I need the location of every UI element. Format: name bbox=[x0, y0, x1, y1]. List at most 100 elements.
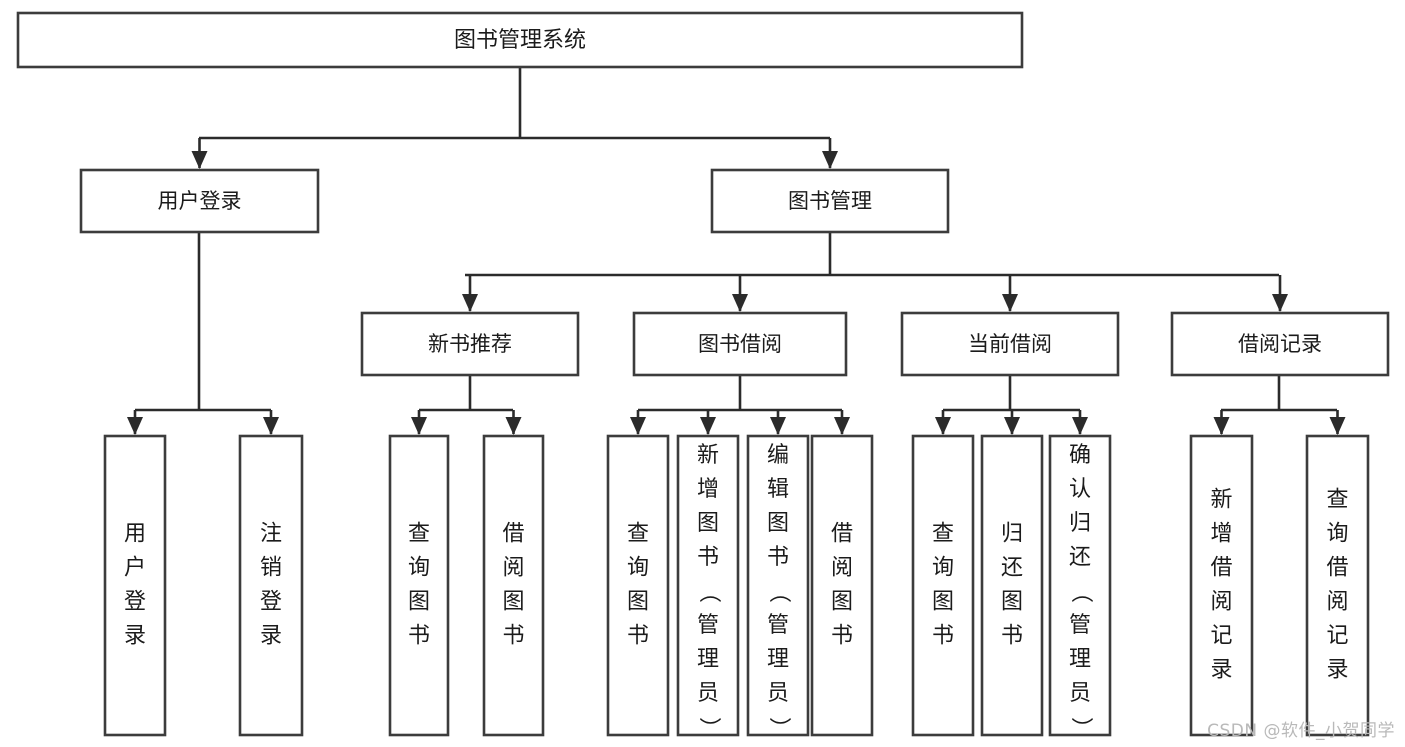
node-box[interactable] bbox=[79, 168, 320, 234]
node-label-char: 编 bbox=[767, 443, 789, 468]
arrow-head-icon bbox=[1213, 417, 1230, 435]
arrow-head-icon bbox=[1004, 417, 1020, 435]
node-label-char: 理 bbox=[697, 647, 719, 672]
node-box[interactable] bbox=[1170, 311, 1390, 377]
node-label-char: 借 bbox=[1210, 556, 1232, 581]
node-box[interactable] bbox=[360, 311, 580, 377]
node-label-char: 书 bbox=[831, 624, 853, 649]
node-label-char: 图 bbox=[627, 590, 649, 615]
node-box[interactable] bbox=[103, 434, 167, 737]
node-box[interactable] bbox=[710, 168, 950, 234]
node-box[interactable] bbox=[632, 311, 848, 377]
node-label-char: 阅 bbox=[1210, 590, 1232, 615]
node-label-char: 阅 bbox=[1326, 590, 1348, 615]
node-box[interactable] bbox=[911, 434, 975, 737]
node-user-login[interactable]: 用户登录 bbox=[79, 168, 320, 234]
node-box[interactable] bbox=[606, 434, 670, 737]
node-label-char: 查 bbox=[1326, 488, 1348, 513]
node-label-char: 员 bbox=[697, 681, 719, 706]
arrow-head-icon bbox=[1072, 417, 1088, 435]
arrow-head-icon bbox=[732, 294, 748, 312]
arrow-head-icon bbox=[770, 417, 786, 435]
node-label-char: 登 bbox=[260, 590, 282, 615]
node-box[interactable] bbox=[1048, 434, 1112, 737]
node-box[interactable] bbox=[676, 434, 740, 737]
node-label-char: 用 bbox=[124, 522, 146, 547]
node-book-manage[interactable]: 图书管理 bbox=[710, 168, 950, 234]
arrow-head-icon bbox=[700, 417, 716, 435]
node-box[interactable] bbox=[810, 434, 874, 737]
node-label-char: 图 bbox=[767, 511, 789, 536]
node-layer: 图书管理系统用户登录图书管理新书推荐图书借阅当前借阅借阅记录用户登录注销登录查询… bbox=[16, 11, 1390, 739]
node-box[interactable] bbox=[746, 434, 810, 737]
arrow-head-icon bbox=[505, 417, 522, 435]
arrow-head-icon bbox=[263, 417, 279, 435]
node-new-book-rec[interactable]: 新书推荐 bbox=[360, 311, 580, 377]
node-label-char: 询 bbox=[932, 556, 954, 581]
current-borrow-branch bbox=[943, 375, 1080, 412]
node-box[interactable] bbox=[388, 434, 450, 737]
node-box[interactable] bbox=[1305, 434, 1370, 737]
node-box[interactable] bbox=[900, 311, 1120, 377]
node-label-char: 确 bbox=[1069, 443, 1091, 468]
node-box[interactable] bbox=[238, 434, 304, 737]
node-box[interactable] bbox=[1189, 434, 1254, 737]
edge-book_manage-to-current_borrow bbox=[1002, 275, 1018, 312]
arrow-head-icon bbox=[462, 294, 478, 312]
node-label-char: 管 bbox=[767, 613, 789, 638]
node-label-char: ） bbox=[696, 717, 721, 739]
node-book-borrow[interactable]: 图书借阅 bbox=[632, 311, 848, 377]
node-box[interactable] bbox=[16, 11, 1024, 69]
node-label-char: ） bbox=[1068, 717, 1093, 739]
node-box[interactable] bbox=[980, 434, 1044, 737]
node-box[interactable] bbox=[482, 434, 545, 737]
node-label-char: 阅 bbox=[831, 556, 853, 581]
node-label-char: 户 bbox=[124, 556, 146, 581]
connector-layer bbox=[127, 67, 1346, 435]
node-label-char: 录 bbox=[260, 624, 282, 649]
node-leaf-user-login[interactable]: 用户登录 bbox=[103, 434, 167, 737]
node-label-char: 书 bbox=[502, 624, 524, 649]
arrow-head-icon bbox=[127, 417, 143, 435]
node-label-char: 查 bbox=[408, 522, 430, 547]
node-borrow-record[interactable]: 借阅记录 bbox=[1170, 311, 1390, 377]
book-borrow-branch bbox=[638, 375, 842, 412]
node-label: 当前借阅 bbox=[968, 332, 1052, 356]
node-label-char: 归 bbox=[1001, 522, 1023, 547]
node-root[interactable]: 图书管理系统 bbox=[16, 11, 1024, 69]
node-current-borrow[interactable]: 当前借阅 bbox=[900, 311, 1120, 377]
edge-new_book_rec-to-leaf_borrow_book_1 bbox=[505, 410, 522, 435]
edge-borrow_record-to-leaf_add_record bbox=[1213, 410, 1230, 435]
node-label-char: 借 bbox=[1326, 556, 1348, 581]
node-label-char: 记 bbox=[1210, 624, 1232, 649]
node-label-char: 阅 bbox=[502, 556, 524, 581]
node-label-char: 录 bbox=[124, 624, 146, 649]
node-label-char: 图 bbox=[502, 590, 524, 615]
node-label-char: 查 bbox=[932, 522, 954, 547]
arrow-head-icon bbox=[1002, 294, 1018, 312]
node-label-char: （ bbox=[1068, 581, 1093, 603]
node-label-char: 录 bbox=[1326, 658, 1348, 683]
edge-current_borrow-to-leaf_query_book_3 bbox=[935, 410, 951, 435]
